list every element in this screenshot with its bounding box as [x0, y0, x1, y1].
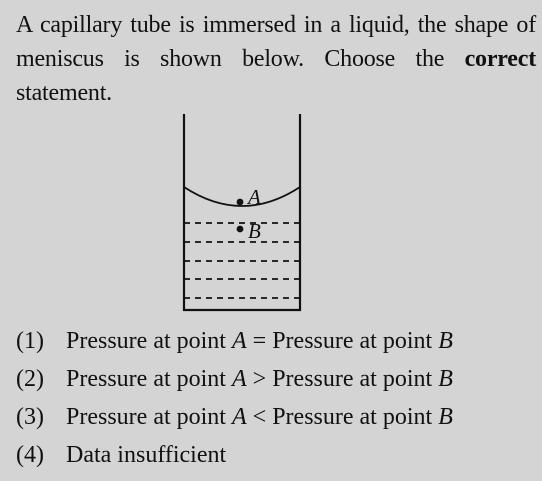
point-a-dot [236, 198, 244, 206]
point-b-dot [236, 225, 244, 233]
meniscus-curve [183, 186, 301, 207]
capillary-tube-diagram: A B [182, 114, 302, 312]
options-list: (1) Pressure at point A = Pressure at poi… [16, 322, 536, 474]
option-2[interactable]: (2) Pressure at point A > Pressure at poi… [16, 360, 536, 398]
point-a-label: A [246, 185, 261, 209]
tube-outline [182, 114, 302, 312]
option-2-text: Pressure at point A > Pressure at point … [66, 366, 453, 392]
question-text-part-1: A capillary tube is immersed in a liquid… [16, 12, 536, 72]
liquid-dashed-lines [184, 222, 300, 299]
option-4[interactable]: (4) Data insufficient [16, 436, 536, 474]
option-3-text: Pressure at point A < Pressure at point … [66, 404, 453, 430]
option-4-number: (4) [16, 442, 44, 468]
option-4-text: Data insufficient [66, 442, 227, 468]
question-text-part-2: statement. [16, 80, 112, 106]
option-1-number: (1) [16, 328, 44, 354]
option-2-number: (2) [16, 366, 44, 392]
option-3-number: (3) [16, 404, 44, 430]
option-1-text: Pressure at point A = Pressure at point … [66, 328, 453, 354]
point-b-label: B [248, 219, 261, 243]
question-bold-word: correct [464, 46, 537, 72]
question-text: A capillary tube is immersed in a liquid… [16, 8, 536, 110]
option-3[interactable]: (3) Pressure at point A < Pressure at poi… [16, 398, 536, 436]
option-1[interactable]: (1) Pressure at point A = Pressure at poi… [16, 322, 536, 360]
